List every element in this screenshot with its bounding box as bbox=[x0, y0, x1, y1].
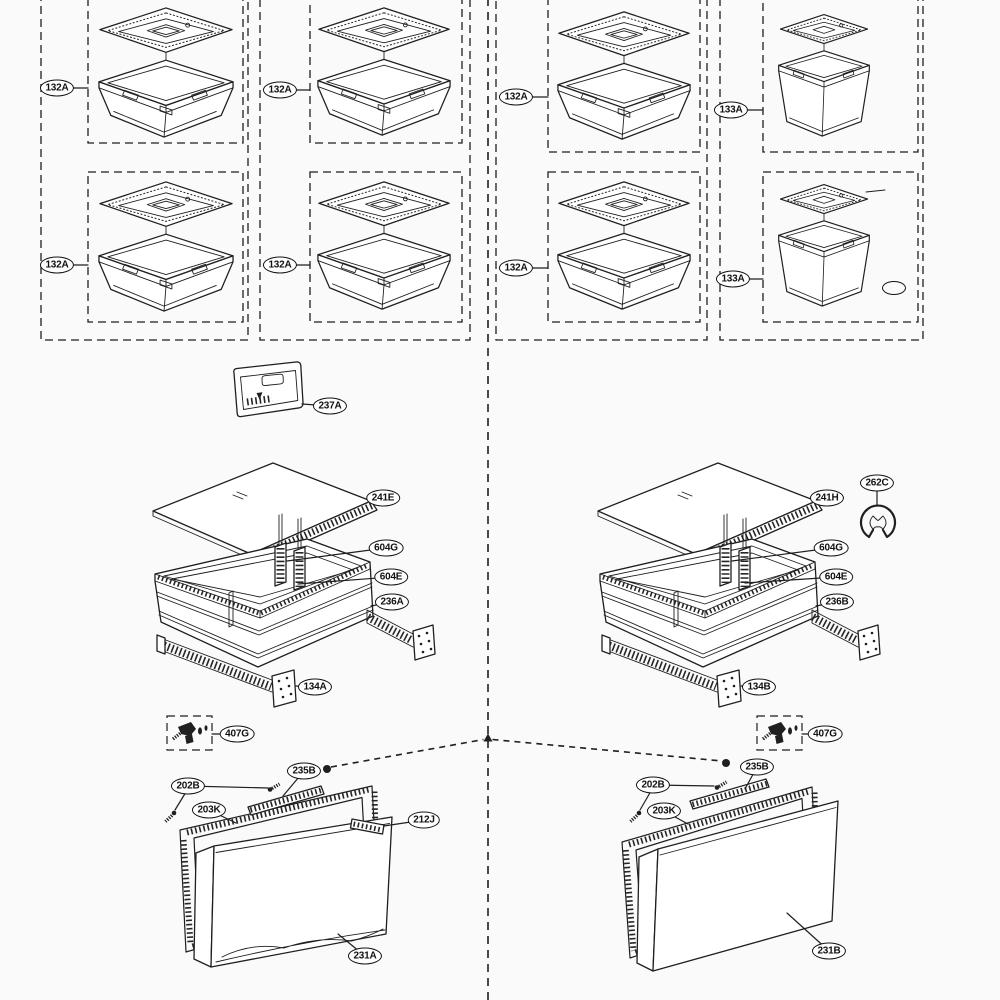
e-clip-262c-art bbox=[859, 504, 897, 539]
callout-237a: 237A bbox=[312, 397, 348, 415]
callout-132a-4: 132A bbox=[262, 256, 298, 274]
callout-203k-left: 203K bbox=[191, 801, 227, 819]
callout-604g-right: 604G bbox=[813, 539, 849, 557]
callout-132a-5: 132A bbox=[498, 88, 534, 106]
callout-134b: 134B bbox=[741, 678, 777, 696]
drawer-front-left-art bbox=[164, 765, 393, 968]
callout-604g-left: 604G bbox=[368, 539, 404, 557]
callout-235b-right: 235B bbox=[739, 758, 775, 776]
callout-604e-left: 604E bbox=[374, 568, 408, 586]
callout-133a-1: 133A bbox=[713, 101, 749, 119]
bin-132a-5 bbox=[557, 11, 691, 140]
callout-241h: 241H bbox=[809, 489, 845, 507]
callout-203k-right: 203K bbox=[646, 802, 682, 820]
bin-132a-4 bbox=[317, 181, 451, 310]
hardware-407g-right bbox=[756, 715, 803, 751]
callout-604e-right: 604E bbox=[819, 568, 853, 586]
callout-202b-left: 202B bbox=[170, 777, 206, 795]
callout-241e: 241E bbox=[366, 489, 400, 507]
callout-407g-left: 407G bbox=[219, 725, 255, 743]
callout-235b-left: 235B bbox=[286, 762, 322, 780]
callout-empty bbox=[882, 281, 906, 295]
callout-262c: 262C bbox=[859, 474, 895, 492]
bin-132a-6 bbox=[557, 181, 691, 310]
bin-133a-1 bbox=[778, 13, 870, 137]
bin-132a-3 bbox=[317, 7, 451, 136]
callout-133a-2: 133A bbox=[715, 270, 751, 288]
callout-132a-2: 132A bbox=[39, 256, 75, 274]
callout-236a: 236A bbox=[374, 593, 410, 611]
alignment-dashed-pointers bbox=[330, 733, 723, 768]
dashed-section-boxes bbox=[40, 0, 924, 341]
bin-132a-1 bbox=[98, 7, 234, 138]
drawer-front-right-art bbox=[621, 759, 839, 972]
cover-237a-art bbox=[233, 361, 304, 418]
callout-407g-right: 407G bbox=[807, 725, 843, 743]
hardware-407g-left bbox=[166, 715, 213, 751]
callout-202b-right: 202B bbox=[635, 776, 671, 794]
bin-133a-2 bbox=[778, 183, 870, 307]
callout-212j: 212J bbox=[407, 811, 441, 829]
callout-132a-3: 132A bbox=[262, 81, 298, 99]
bin-132a-2 bbox=[98, 181, 234, 312]
callout-231b: 231B bbox=[811, 942, 847, 960]
callout-236b: 236B bbox=[819, 593, 855, 611]
callout-134a: 134A bbox=[297, 678, 333, 696]
bins bbox=[98, 7, 886, 312]
callout-231a: 231A bbox=[347, 947, 383, 965]
callout-132a-1: 132A bbox=[39, 79, 75, 97]
callout-132a-6: 132A bbox=[498, 259, 534, 277]
